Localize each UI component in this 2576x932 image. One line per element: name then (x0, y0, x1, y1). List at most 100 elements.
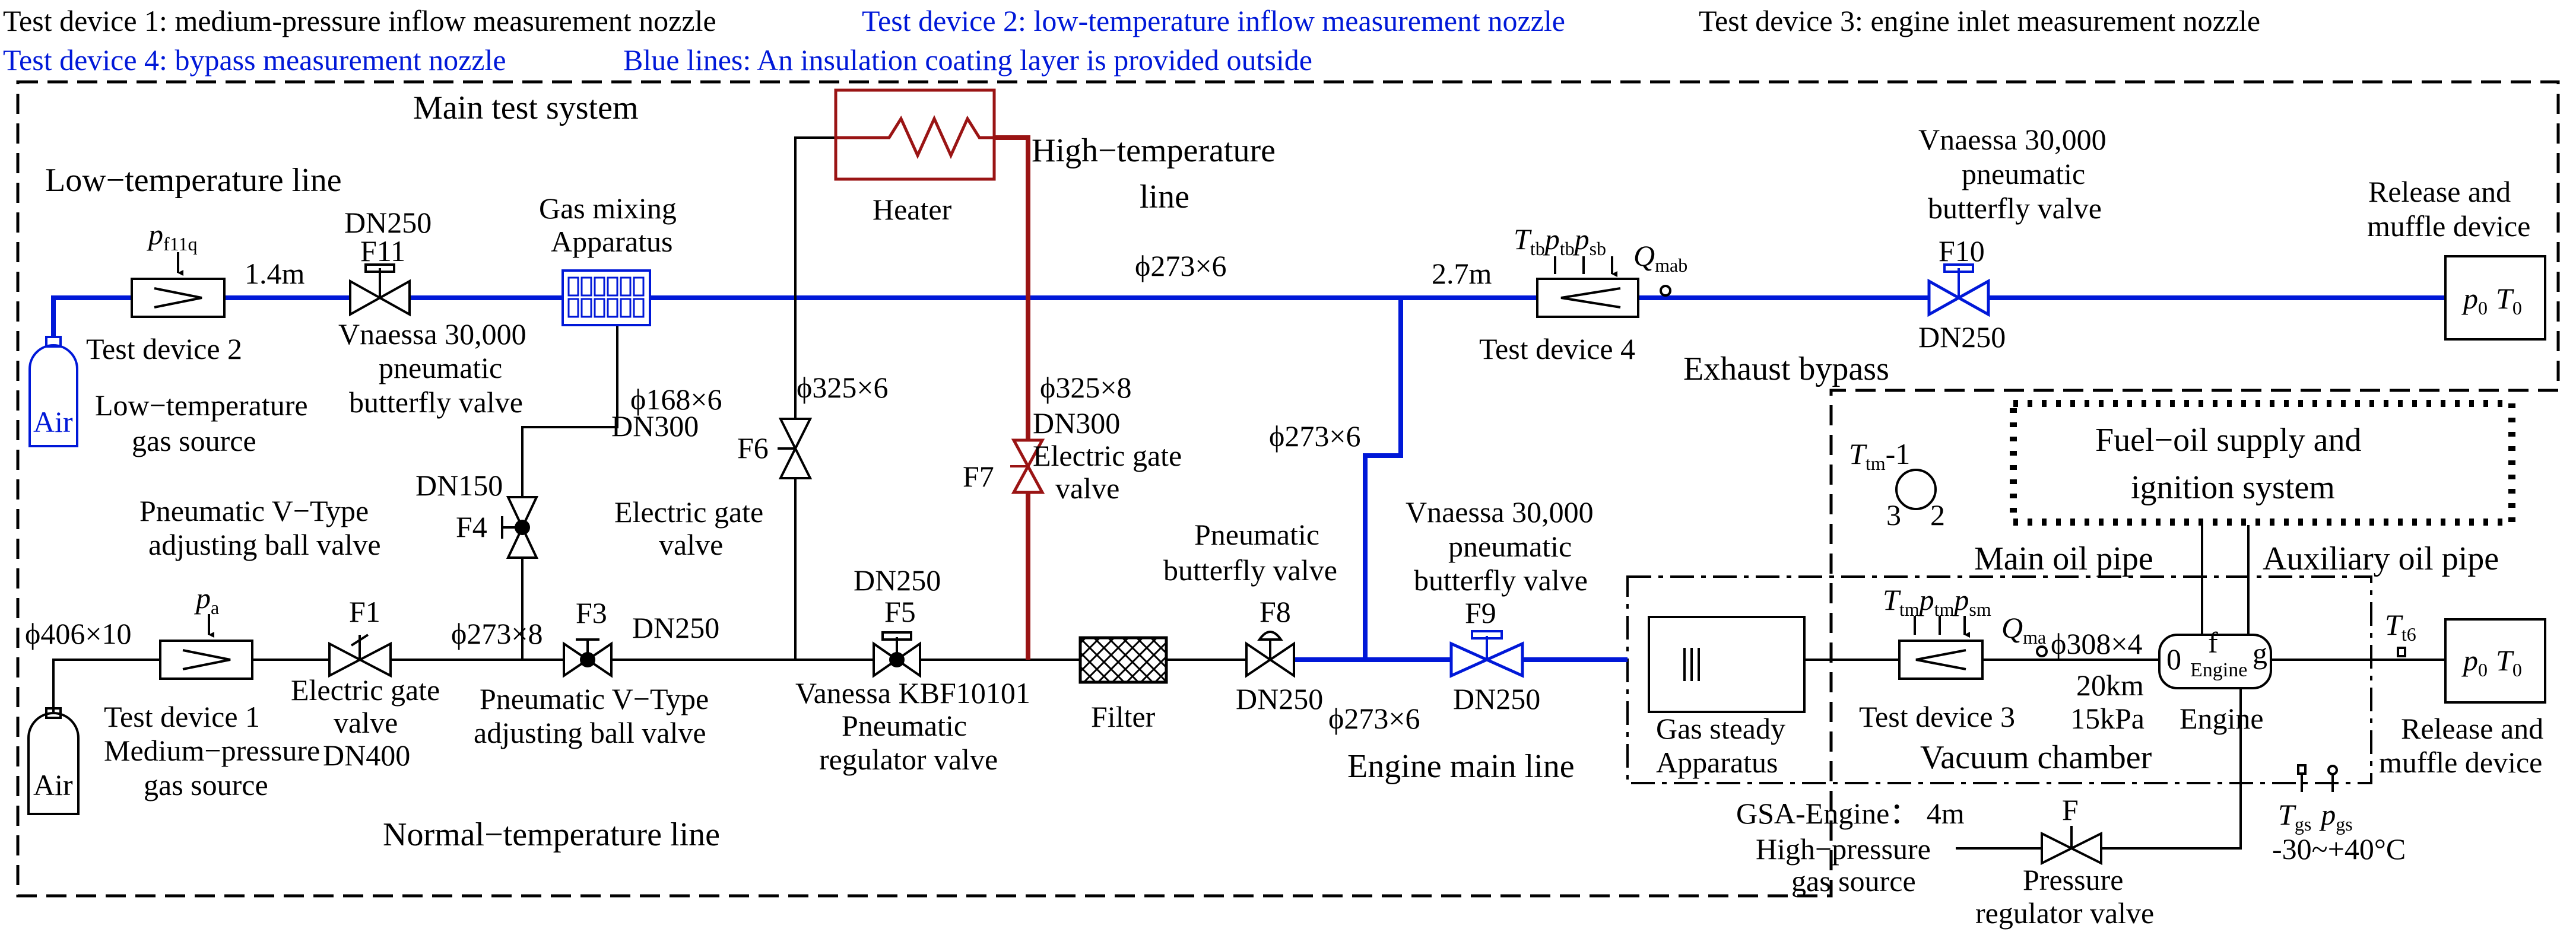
f11-label: F11 (360, 234, 405, 268)
f7-desc-2: valve (1055, 472, 1119, 505)
f1-dn400-label: DN400 (323, 739, 410, 772)
test-device-3-label: Test device 3 (1859, 700, 2015, 733)
q-ma-sensor (2036, 645, 2048, 657)
tt6-label: Tt6 (2385, 608, 2416, 645)
f6-desc-2: valve (659, 528, 723, 561)
valve-f6 (778, 418, 813, 479)
phi308-label: ϕ308×4 (2051, 627, 2143, 660)
high-temperature-line-label-1: High−temperature (1032, 132, 1276, 169)
medium-pressure-source-label-2: gas source (144, 768, 268, 801)
engine: 0 f Engine g (2158, 626, 2272, 689)
f3-desc-1: Pneumatic V−Type (480, 682, 709, 715)
f8-desc-2: butterfly valve (1163, 554, 1337, 587)
f10-desc-1: Vnaessa 30,000 (1918, 123, 2107, 156)
gsa-engine-label: GSA-Engine： 4m (1736, 797, 1965, 830)
low-temp-gas-source-label-2: gas source (132, 424, 256, 457)
pressure-regulator-label-1: Pressure (2023, 863, 2123, 896)
gas-steady-label-2: Apparatus (1656, 746, 1778, 779)
f9-label: F9 (1465, 596, 1496, 629)
valve-f5 (873, 631, 921, 678)
engine-label: Engine (2180, 702, 2264, 735)
main-test-system-label: Main test system (413, 90, 639, 126)
tm-measurement-point: Ttm-1 3 2 (1849, 437, 1945, 532)
valve-f7 (1010, 438, 1045, 494)
valve-f9 (1449, 630, 1524, 678)
mixer-cell (633, 298, 645, 318)
condition-altitude: 20km (2076, 669, 2144, 702)
engine-station-0: 0 (2166, 642, 2181, 676)
tt6-sensor (2397, 647, 2406, 657)
vacuum-chamber-label: Vacuum chamber (1920, 739, 2152, 776)
test-device-4-label: Test device 4 (1479, 332, 1635, 365)
f1-label: F1 (349, 595, 380, 628)
f6-desc-1: Electric gate (614, 495, 763, 529)
mixer-cell (567, 298, 579, 318)
phi406-label: ϕ406×10 (25, 617, 132, 650)
pressure-regulator-valve (2041, 826, 2102, 866)
f8-desc-1: Pneumatic (1194, 518, 1319, 551)
high-pressure-pipe (1956, 688, 2242, 850)
mixer-branch-pipe (521, 325, 618, 660)
f10-desc-2: pneumatic (1962, 157, 2085, 190)
release-top-label-2: muffle device (2367, 209, 2530, 243)
pf-label: pf11q (147, 218, 197, 255)
condition-pressure: 15kPa (2070, 702, 2144, 735)
f4-dn150-label: DN150 (415, 469, 503, 502)
air-tank-label-blue: Air (33, 405, 73, 438)
f1-desc-1: Electric gate (291, 673, 440, 707)
engine-main-line-label: Engine main line (1347, 748, 1575, 785)
medium-pressure-source-label-1: Medium−pressure (104, 734, 320, 767)
valve-f8 (1245, 631, 1295, 678)
pressure-regulator-label-2: regulator valve (1975, 896, 2154, 930)
f5-desc-2: Pneumatic (842, 709, 967, 742)
f7-desc-1: Electric gate (1033, 439, 1182, 472)
ambient-sensor-stems (2301, 774, 2334, 792)
test-device-4 (1536, 278, 1639, 318)
release-top-label-1: Release and (2368, 175, 2511, 208)
mixer-cell (567, 276, 579, 297)
f8-label: F8 (1260, 595, 1291, 628)
mixer-cell (620, 298, 632, 318)
f7-label: F7 (963, 460, 994, 493)
filter-label: Filter (1091, 700, 1156, 733)
phi273x8-label: ϕ273×8 (451, 617, 543, 650)
engine-station-f: f (2208, 626, 2218, 659)
f11-dn250-label: DN250 (344, 206, 432, 239)
f11-desc-3: butterfly valve (349, 386, 523, 419)
f5-desc-1: Vanessa KBF10101 (795, 676, 1030, 710)
f9-dn250-label: DN250 (1453, 682, 1540, 715)
mixer-cell (594, 298, 605, 318)
high-temperature-line-label-2: line (1140, 179, 1189, 215)
legend-test-device-1: Test device 1: medium-pressure inflow me… (3, 4, 716, 37)
tm-point-3: 3 (1886, 498, 1901, 532)
main-oil-pipe-label: Main oil pipe (1974, 540, 2153, 577)
mixer-cell (607, 298, 618, 318)
test-device-1 (159, 640, 253, 680)
distance-1-4m: 1.4m (245, 257, 305, 290)
q-ma-label: Qma (2001, 611, 2046, 648)
heater-inlet-pipe (794, 136, 836, 660)
engine-inner-label: Engine (2190, 659, 2247, 681)
tm-label: Ttm-1 (1849, 437, 1910, 474)
phi325x6-label: ϕ325×6 (797, 371, 889, 404)
test-device-2 (131, 278, 226, 318)
f4-desc-2: adjusting ball valve (148, 528, 381, 561)
air-tank-label: Air (33, 768, 73, 801)
f5-dn250-label: DN250 (854, 564, 941, 597)
legend-test-device-4: Test device 4: bypass measurement nozzle (3, 43, 506, 77)
pgs-sensor (2327, 765, 2338, 775)
fuel-system-label-2: ignition system (2131, 469, 2335, 506)
td4-sensor-label: Ttbptbpsb (1514, 222, 1606, 259)
f4-label: F4 (456, 510, 487, 543)
valve-f3 (563, 638, 613, 678)
fuel-system-boundary (2010, 400, 2515, 526)
pa-label: pa (194, 581, 219, 618)
legend-blue-lines: Blue lines: An insulation coating layer … (623, 43, 1312, 77)
legend-test-device-3: Test device 3: engine inlet measurement … (1699, 4, 2260, 37)
f1-desc-2: valve (334, 706, 398, 739)
f6-dn300-label: DN300 (611, 409, 699, 443)
mixer-cell (580, 276, 592, 297)
low-temperature-line-label: Low−temperature line (45, 162, 342, 199)
